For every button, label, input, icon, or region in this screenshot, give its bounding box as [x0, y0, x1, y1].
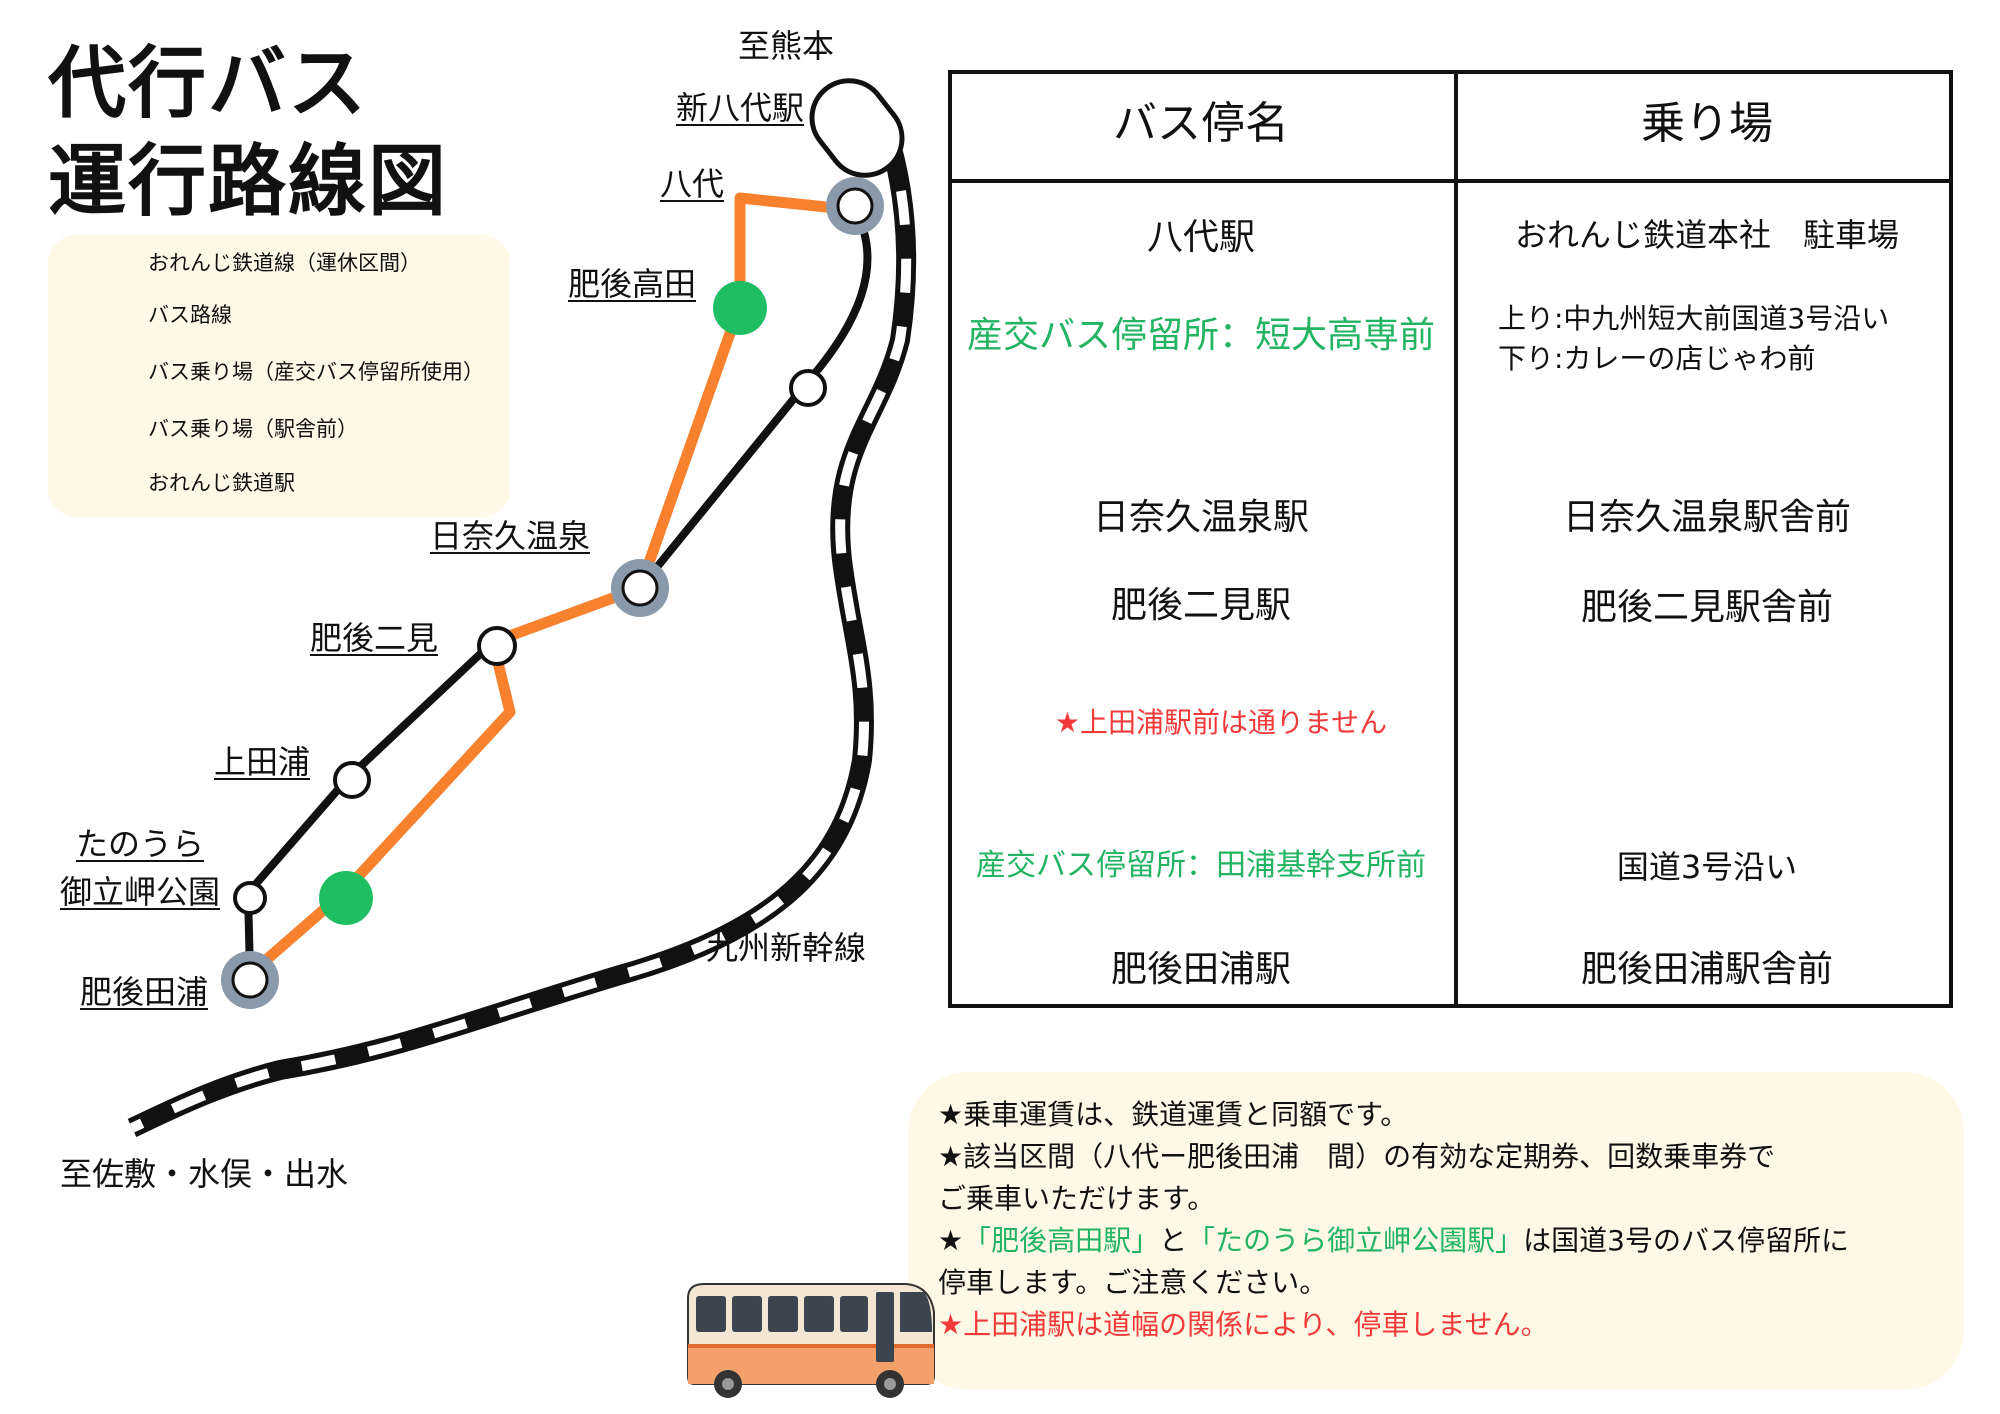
row-hinagu-onsen-platform: 日奈久温泉駅舎前 [1562, 497, 1851, 538]
station-label-shin-yatsushiro: 新八代駅 [676, 89, 805, 127]
legend-bus-route-label: バス路線 [148, 303, 232, 327]
note-pass-line1: ★該当区間（八代ー肥後田浦 間）の有効な定期券、回数乗車券で [938, 1140, 1776, 1173]
legend-railway-label: おれんじ鉄道線（運休区間） [148, 251, 421, 275]
station-label-higo-futami: 肥後二見 [310, 619, 439, 657]
orange-railway-stations [233, 369, 827, 915]
row-higo-taura-stop: 肥後田浦駅 [1110, 949, 1291, 990]
table-divider-horizontal [952, 179, 1949, 183]
row-higo-futami-platform: 肥後二見駅舎前 [1580, 587, 1833, 628]
station-label-hinagu-onsen: 日奈久温泉 [430, 517, 591, 555]
table-divider-vertical [1454, 74, 1458, 1004]
note-stop-higo-takada: 「肥後高田駅」 [963, 1224, 1160, 1257]
shinkansen-line [127, 121, 917, 1138]
row-taura-kikan-platform: 国道3号沿い [1616, 848, 1798, 886]
bus-route-line [244, 192, 861, 980]
note-kami-taura-skip: ★上田浦駅は道幅の関係により、停車しません。 [938, 1308, 1549, 1341]
table-header-platform: 乗り場 [1641, 98, 1773, 149]
notes-panel: ★乗車運賃は、鉄道運賃と同額です。 ★該当区間（八代ー肥後田浦 間）の有効な定期… [908, 1072, 1964, 1390]
direction-north-label: 至熊本 [738, 27, 835, 65]
row-higo-taura-platform: 肥後田浦駅舎前 [1580, 949, 1833, 990]
sanko-bus-stops [319, 281, 767, 925]
bus-illustration [687, 1283, 935, 1398]
row-taura-kikan-stop: 産交バス停留所：田浦基幹支所前 [976, 848, 1426, 883]
station-label-tanoura-line2: 御立岬公園 [60, 873, 221, 911]
note-stop-tanoura: 「たのうら御立岬公園駅」 [1187, 1224, 1524, 1257]
row-tandai-kosen-platform-down: 下り:カレーの店じゃわ前 [1498, 342, 1816, 375]
row-hinagu-onsen-stop: 日奈久温泉駅 [1092, 497, 1309, 538]
legend-panel: おれんじ鉄道線（運休区間） バス路線 バス乗り場（産交バス停留所使用） バス乗り… [48, 235, 510, 517]
legend-stop-station-label: バス乗り場（駅舎前） [148, 417, 358, 441]
note-pass-line2: ご乗車いただけます。 [938, 1182, 1216, 1215]
station-label-tanoura-line1: たのうら [76, 825, 205, 863]
bus-stop-table: バス停名 乗り場 八代駅 おれんじ鉄道本社 駐車場 産交バス停留所：短大高専前 … [948, 70, 1953, 1008]
shinkansen-label: 九州新幹線 [706, 929, 867, 967]
note-highway-rest: は国道3号のバス停留所に [1523, 1224, 1849, 1257]
note-fare: ★乗車運賃は、鉄道運賃と同額です。 [938, 1098, 1409, 1131]
row-yatsushiro-stop: 八代駅 [1146, 217, 1255, 258]
row-higo-futami-stop: 肥後二見駅 [1110, 585, 1291, 626]
row-tandai-kosen-stop: 産交バス停留所：短大高専前 [966, 315, 1435, 356]
shin-yatsushiro-station-marker [809, 78, 905, 178]
legend-stop-sanko-label: バス乗り場（産交バス停留所使用） [148, 360, 484, 384]
note-star: ★ [938, 1224, 964, 1257]
station-label-yatsushiro: 八代 [660, 165, 725, 203]
page-title-line2: 運行路線図 [48, 137, 449, 227]
note-highway-stops: ★「肥後高田駅」と「たのうら御立岬公園駅」は国道3号のバス停留所に [938, 1224, 1849, 1258]
note-and: と [1159, 1224, 1188, 1257]
page-title-line1: 代行バス [48, 39, 369, 129]
row-tandai-kosen-platform-up: 上り:中九州短大前国道3号沿い [1498, 302, 1890, 335]
table-header-stop: バス停名 [1113, 98, 1289, 149]
legend-orange-station-label: おれんじ鉄道駅 [148, 471, 295, 495]
row-yatsushiro-platform: おれんじ鉄道本社 駐車場 [1514, 216, 1899, 254]
station-label-higo-taura: 肥後田浦 [80, 973, 209, 1011]
station-bus-stops [221, 177, 884, 1009]
station-label-kami-taura: 上田浦 [214, 743, 311, 781]
station-label-higo-takada: 肥後高田 [568, 265, 697, 303]
row-kami-taura-notice: ★上田浦駅前は通りません [1054, 706, 1388, 739]
direction-south-label: 至佐敷・水俣・出水 [60, 1155, 349, 1193]
note-highway-caution: 停車します。ご注意ください。 [938, 1266, 1328, 1299]
